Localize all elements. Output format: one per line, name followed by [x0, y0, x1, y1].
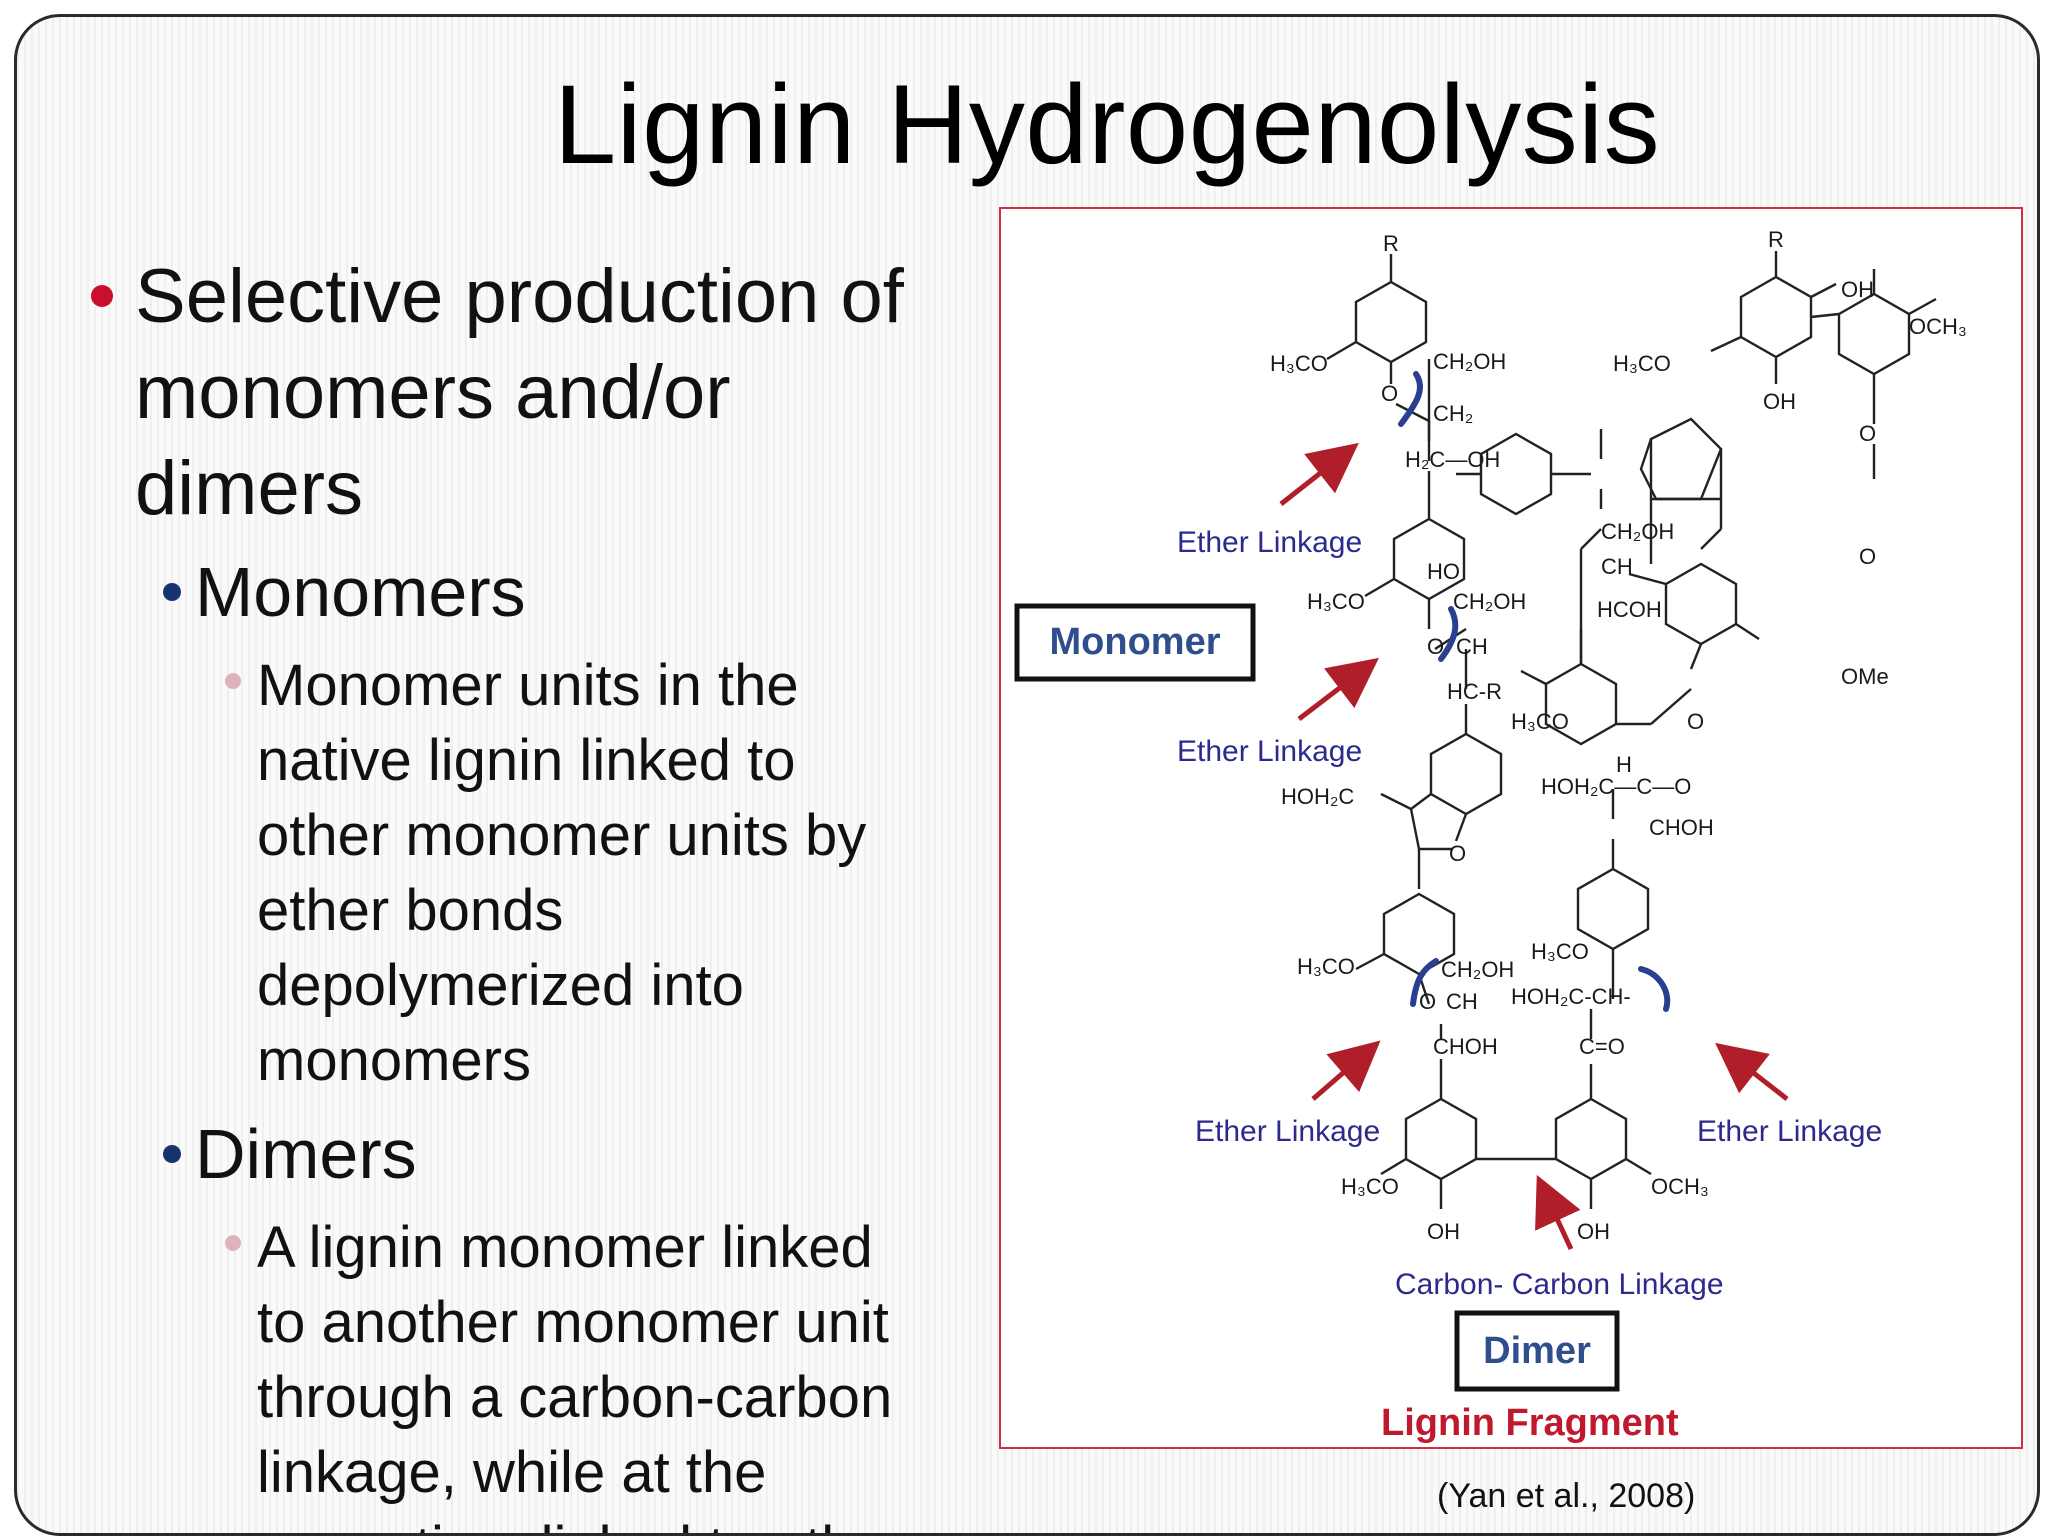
lignin-structure-figure: R R H₃CO CH₂OH O CH₂ H₂C—OH H₃CO OH OCH₃… [999, 207, 2023, 1449]
monomers-heading: Monomers [195, 553, 526, 631]
chem-label: OH [1577, 1219, 1610, 1244]
chem-label: H₃CO [1531, 939, 1589, 964]
dimer-label: Dimer [1483, 1330, 1591, 1372]
chem-label: CH [1456, 634, 1488, 659]
chem-label: OH [1427, 1219, 1460, 1244]
chem-label: CHOH [1649, 815, 1714, 840]
ether-linkage-label: Ether Linkage [1177, 735, 1362, 768]
chem-label: CH₂ [1433, 401, 1473, 426]
ether-linkage-label: Ether Linkage [1195, 1115, 1380, 1148]
chem-label: R [1768, 227, 1784, 252]
chem-label: H₂C—OH [1405, 447, 1500, 472]
dimer-box [1454, 1310, 1620, 1392]
bullet-dot [91, 285, 113, 307]
chem-label: CH₂OH [1601, 519, 1674, 544]
chem-label: R [1383, 231, 1399, 256]
chem-label: H₃CO [1270, 351, 1328, 376]
chem-label: HO [1427, 559, 1460, 584]
ether-linkage-label: Ether Linkage [1177, 526, 1362, 559]
monomers-text-5: depolymerized into [257, 953, 744, 1018]
bullet-dot [163, 1145, 181, 1163]
dimers-text-3: through a carbon-carbon [257, 1365, 893, 1430]
bullet-main-line-2: monomers and/or [135, 350, 731, 435]
lignin-fragment-label: Lignin Fragment [1381, 1402, 1679, 1444]
chem-label: H₃CO [1613, 351, 1671, 376]
chem-label: CH [1601, 554, 1633, 579]
monomer-box [1014, 603, 1256, 682]
slide: Lignin Hydrogenolysis Selective producti… [14, 14, 2040, 1536]
chem-label: HOH₂C [1281, 784, 1354, 809]
bullet-dot [163, 583, 181, 601]
chem-label: O [1381, 381, 1398, 406]
chem-label: HOH₂C-CH- [1511, 984, 1631, 1009]
monomers-text-6: monomers [257, 1028, 531, 1093]
chem-label: OH [1841, 277, 1874, 302]
lignin-structure-diagram: R R H₃CO CH₂OH O CH₂ H₂C—OH H₃CO OH OCH₃… [1014, 227, 1967, 1444]
chem-label: O [1419, 989, 1436, 1014]
dimers-text-4: linkage, while at the [257, 1440, 767, 1505]
dimers-text-1: A lignin monomer linked [257, 1215, 873, 1280]
monomers-text-2: native lignin linked to [257, 728, 796, 793]
chem-label: O [1449, 841, 1466, 866]
chem-label: C=O [1579, 1034, 1625, 1059]
bullet-main-line-3: dimers [135, 446, 364, 531]
chem-label: H₃CO [1307, 589, 1365, 614]
bullet-main-line-1: Selective production of [135, 254, 904, 339]
chem-label: OCH₃ [1651, 1174, 1709, 1199]
dimers-text-5: same time linked to other [257, 1510, 905, 1533]
chem-label: HOH₂C—C—O [1541, 774, 1691, 799]
chem-label: H [1616, 752, 1632, 777]
chem-label: HCOH [1597, 597, 1662, 622]
chem-label: O [1859, 544, 1876, 569]
bullet-dot [225, 673, 241, 689]
ether-linkage-label: Ether Linkage [1697, 1115, 1882, 1148]
monomers-text-1: Monomer units in the [257, 653, 799, 718]
chem-label: CH₂OH [1453, 589, 1526, 614]
chem-label: CHOH [1433, 1034, 1498, 1059]
slide-title: Lignin Hydrogenolysis [553, 62, 1661, 187]
citation: (Yan et al., 2008) [1437, 1477, 1696, 1515]
monomer-label: Monomer [1050, 621, 1221, 663]
carbon-carbon-linkage-label: Carbon- Carbon Linkage [1395, 1268, 1724, 1301]
monomers-text-3: other monomer units by [257, 803, 867, 868]
chem-label: CH₂OH [1433, 349, 1506, 374]
chem-label: H₃CO [1341, 1174, 1399, 1199]
dimers-heading: Dimers [195, 1115, 417, 1193]
monomers-text-4: ether bonds [257, 878, 564, 943]
dimers-text-2: to another monomer unit [257, 1290, 889, 1355]
chem-label: OCH₃ [1909, 314, 1967, 339]
bullet-dot [225, 1235, 241, 1251]
chem-label: O [1859, 421, 1876, 446]
chem-label: OH [1763, 389, 1796, 414]
chem-label: HC-R [1447, 679, 1502, 704]
chem-label: CH [1446, 989, 1478, 1014]
chem-label: O [1687, 709, 1704, 734]
bullet-list: Selective production of monomers and/or … [17, 17, 977, 1533]
chem-label: H₃CO [1511, 709, 1569, 734]
chem-label: OMe [1841, 664, 1889, 689]
chem-label: CH₂OH [1441, 957, 1514, 982]
chem-label: H₃CO [1297, 954, 1355, 979]
chem-label: O [1427, 634, 1444, 659]
